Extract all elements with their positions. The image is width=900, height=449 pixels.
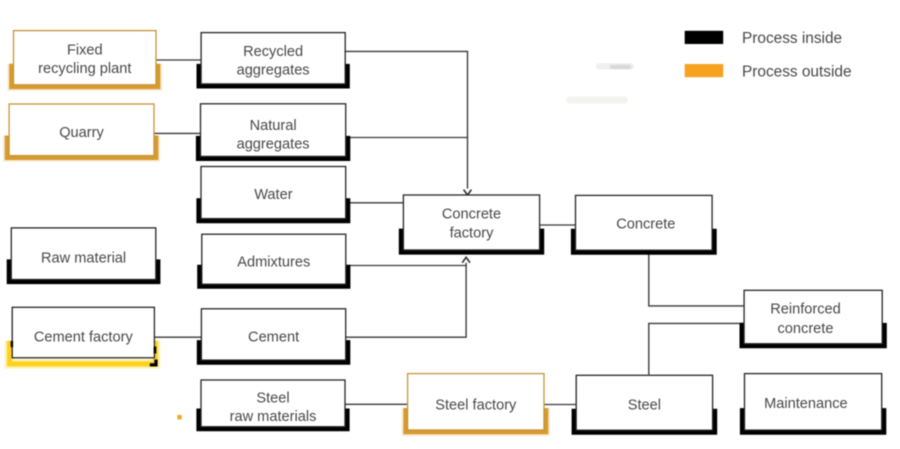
svg-text:Raw material: Raw material	[41, 250, 126, 266]
svg-text:Water: Water	[254, 187, 293, 203]
svg-text:concrete: concrete	[778, 321, 834, 337]
svg-text:Steel factory: Steel factory	[435, 397, 517, 413]
svg-text:Process inside: Process inside	[742, 30, 842, 47]
svg-text:Recycled: Recycled	[243, 44, 303, 60]
svg-text:Concrete: Concrete	[442, 207, 501, 223]
svg-text:Cement factory: Cement factory	[34, 329, 134, 345]
svg-text:Steel: Steel	[628, 398, 661, 414]
svg-text:Maintenance: Maintenance	[764, 396, 848, 412]
svg-text:Concrete: Concrete	[616, 217, 675, 233]
svg-text:Natural: Natural	[250, 118, 297, 134]
svg-text:recycling plant: recycling plant	[38, 61, 131, 77]
svg-text:factory: factory	[450, 225, 494, 241]
svg-text:Steel: Steel	[256, 391, 289, 407]
svg-text:Fixed: Fixed	[67, 43, 103, 59]
svg-text:aggregates: aggregates	[237, 62, 310, 78]
svg-text:Cement: Cement	[248, 329, 299, 345]
svg-text:Process outside: Process outside	[742, 63, 852, 80]
svg-text:Admixtures: Admixtures	[237, 255, 310, 271]
svg-text:Quarry: Quarry	[59, 125, 104, 141]
svg-text:aggregates: aggregates	[237, 137, 310, 153]
svg-text:Reinforced: Reinforced	[770, 302, 841, 318]
svg-text:raw materials: raw materials	[230, 409, 317, 425]
